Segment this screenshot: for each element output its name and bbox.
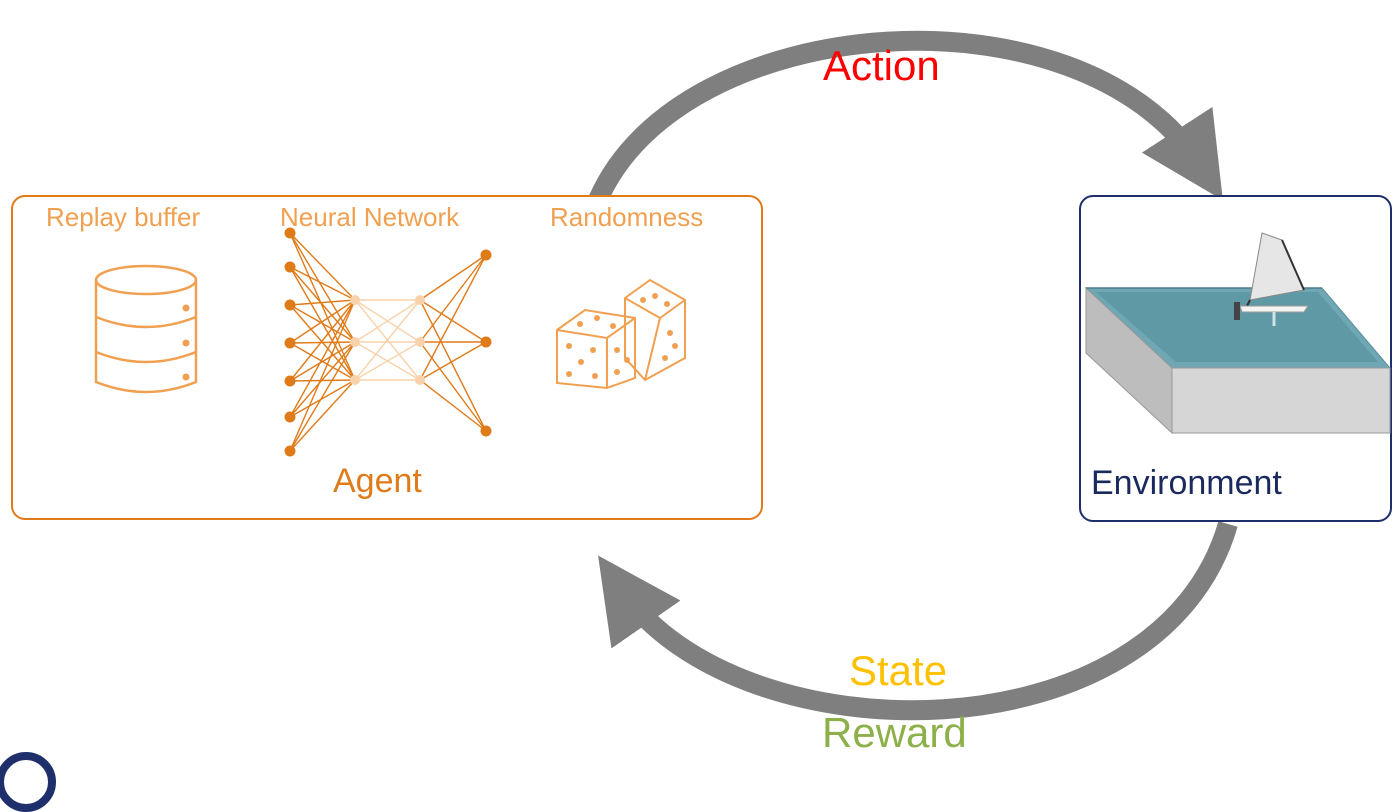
neuron-node [350,375,360,385]
reward-label: Reward [822,709,967,756]
neural-network-icon [284,227,492,457]
neuron-node [284,227,296,239]
neuron-node [480,249,492,261]
neuron-node [350,337,360,347]
neuron-node [284,445,296,457]
replay-buffer-label: Replay buffer [46,202,201,232]
database-icon [94,264,198,394]
action-arrow [588,30,1223,204]
neural-network-label: Neural Network [280,202,460,232]
dice-icon [556,278,686,390]
logo-fragment-icon [0,752,56,812]
environment-title: Environment [1091,464,1282,502]
agent-box [11,195,763,520]
neuron-node [284,337,296,349]
state-reward-arrow [597,521,1238,721]
neuron-node [284,299,296,311]
neuron-node [480,425,492,437]
neuron-node [415,375,425,385]
randomness-label: Randomness [550,202,704,232]
state-label: State [849,647,948,694]
neuron-node [284,261,296,273]
neuron-node [415,295,425,305]
action-label: Action [823,42,940,89]
neuron-node [350,295,360,305]
sailboat-pool-icon [1084,232,1392,435]
neuron-node [284,375,296,387]
neuron-node [480,336,492,348]
neuron-node [415,337,425,347]
neuron-node [284,411,296,423]
agent-title: Agent [333,462,422,500]
cycle-arrows [588,30,1238,721]
